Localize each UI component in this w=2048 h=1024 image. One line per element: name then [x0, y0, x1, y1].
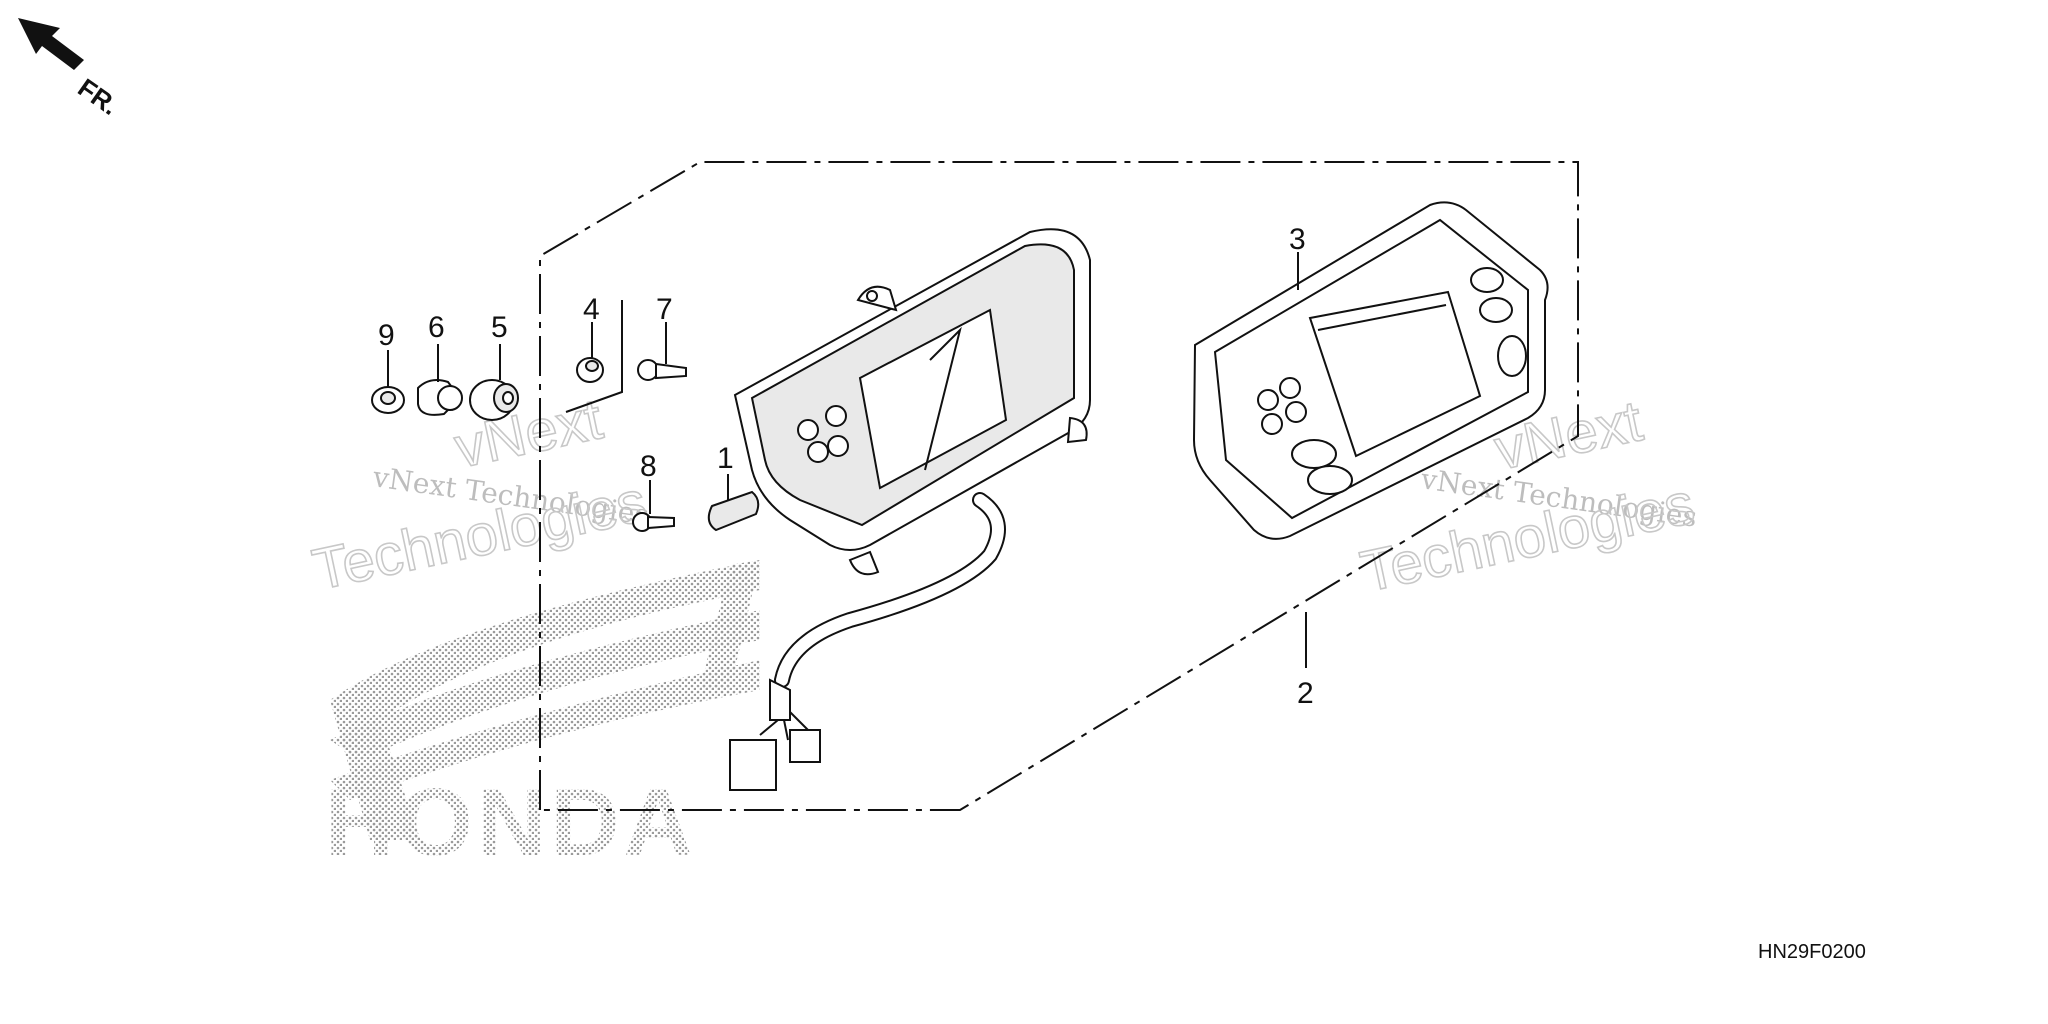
- meter-cover: [1192, 201, 1549, 540]
- callout-8: 8: [640, 450, 657, 483]
- honda-wing-logo: HONDA: [325, 560, 760, 876]
- callout-1: 1: [717, 442, 734, 475]
- part-bushing: [417, 379, 463, 416]
- part-collar: [565, 300, 623, 413]
- part-meter-clip: [707, 490, 760, 532]
- front-direction-marker: FR.: [18, 18, 124, 121]
- callout-9: 9: [378, 319, 395, 352]
- leader-lines: [387, 252, 1307, 668]
- part-screw-7: [637, 359, 687, 381]
- part-grommet: [469, 379, 519, 421]
- callouts: 1 2 3 4 5 6 7 8 9: [378, 223, 1314, 710]
- part-nut: [371, 386, 405, 414]
- callout-2: 2: [1297, 677, 1314, 710]
- arrow-up-left-icon: [18, 18, 84, 70]
- part-screw-8: [632, 512, 675, 532]
- assembly-boundary: [539, 161, 1579, 811]
- meter-assembly: [729, 228, 1091, 791]
- brand-logo-text: HONDA: [325, 769, 697, 876]
- callout-7: 7: [656, 293, 673, 326]
- watermark-left: vNext Technologies vNext Technologies: [306, 386, 652, 604]
- callout-4: 4: [583, 293, 600, 326]
- callout-6: 6: [428, 311, 445, 344]
- callout-5: 5: [491, 311, 508, 344]
- callout-3: 3: [1289, 223, 1306, 256]
- direction-label: FR.: [73, 72, 125, 121]
- diagram-code: HN29F0200: [1758, 941, 1866, 963]
